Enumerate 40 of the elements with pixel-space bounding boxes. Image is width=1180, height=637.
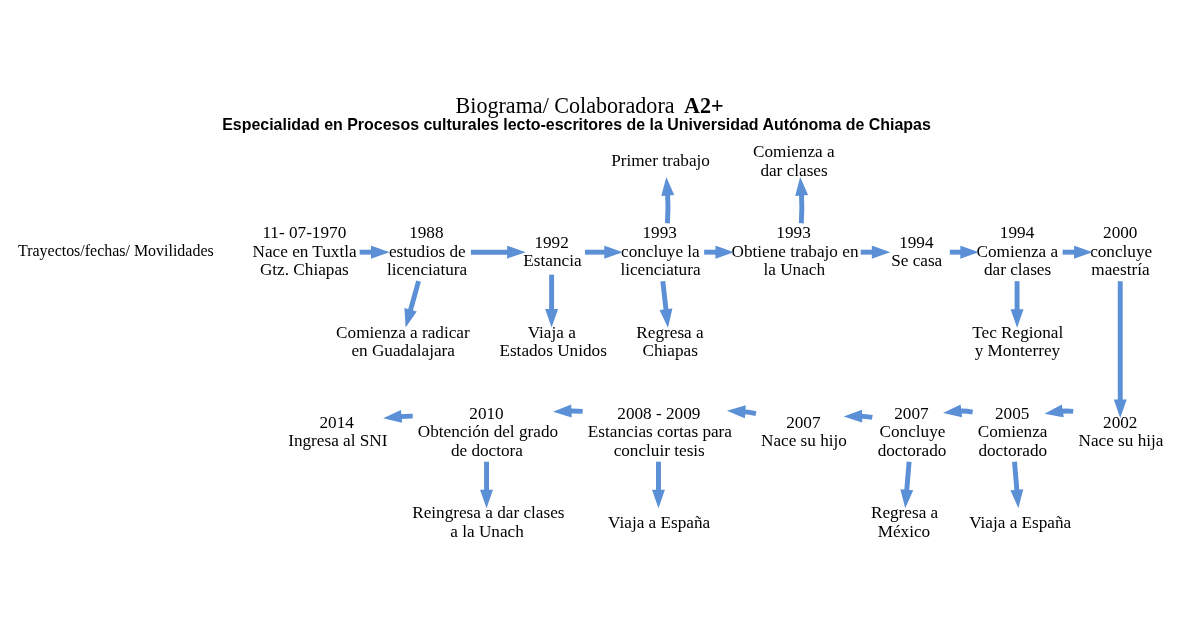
arrow	[1010, 281, 1024, 328]
node-text: 2007 Concluye doctorado	[877, 403, 947, 460]
arrow	[470, 245, 526, 259]
node-text: 2014 Ingresa al SNI	[288, 413, 388, 451]
arrow	[661, 177, 675, 224]
node-text: Primer trabajo	[611, 151, 710, 171]
node-text: Viaja a España	[608, 512, 711, 532]
node-text: Reingresa a dar clases a la Unach	[412, 503, 565, 541]
node-text: 1994 Se casa	[891, 232, 943, 270]
node-text: 1993 concluye la licenciatura	[620, 223, 701, 280]
node-text: Viaja a España	[969, 512, 1072, 532]
node-text: Comienza a radicar en Guadalajara	[336, 322, 470, 361]
arrow	[652, 461, 665, 509]
arrow	[900, 461, 914, 509]
node-text: 2010 Obtención del grado de doctora	[417, 403, 559, 460]
label: Trayectos/fechas/ Movilidades	[18, 242, 214, 260]
node-text: 11- 07-1970 Nace en Tuxtla Gtz. Chiapas	[252, 223, 357, 280]
node-text: 1994 Comienza a dar clases	[976, 223, 1059, 280]
arrow	[545, 274, 559, 328]
node-text: 1988 estudios de licenciatura	[387, 223, 468, 280]
node-text: 2000 concluye maestría	[1090, 223, 1153, 280]
node-text: Comienza a dar clases	[753, 142, 835, 180]
arrow	[1113, 281, 1127, 418]
arrow	[795, 177, 809, 224]
node-text: 2005 Comienza doctorado	[977, 403, 1048, 460]
arrow	[1010, 461, 1024, 509]
node-text: Tec Regional y Monterrey	[972, 322, 1064, 361]
arrow	[659, 280, 673, 328]
diagram-title: Biograma/ Colaboradora A2+	[455, 93, 724, 119]
node-text: Regresa a México	[870, 503, 939, 541]
arrow	[585, 245, 623, 259]
node-text: Regresa a Chiapas	[636, 322, 704, 361]
node-text: 2008 - 2009 Estancias cortas para concluir tesis	[587, 403, 732, 460]
node-text: Viaja a Estados Unidos	[499, 322, 607, 361]
node-text: 1993 Obtiene trabajo en la Unach	[731, 223, 859, 280]
arrow	[480, 461, 493, 509]
node-text: 2007 Nace su hijo	[761, 413, 847, 451]
arrow	[404, 280, 421, 328]
node-text: 1992 Estancia	[523, 232, 582, 270]
node-text: 2002 Nace su hija	[1078, 413, 1164, 451]
